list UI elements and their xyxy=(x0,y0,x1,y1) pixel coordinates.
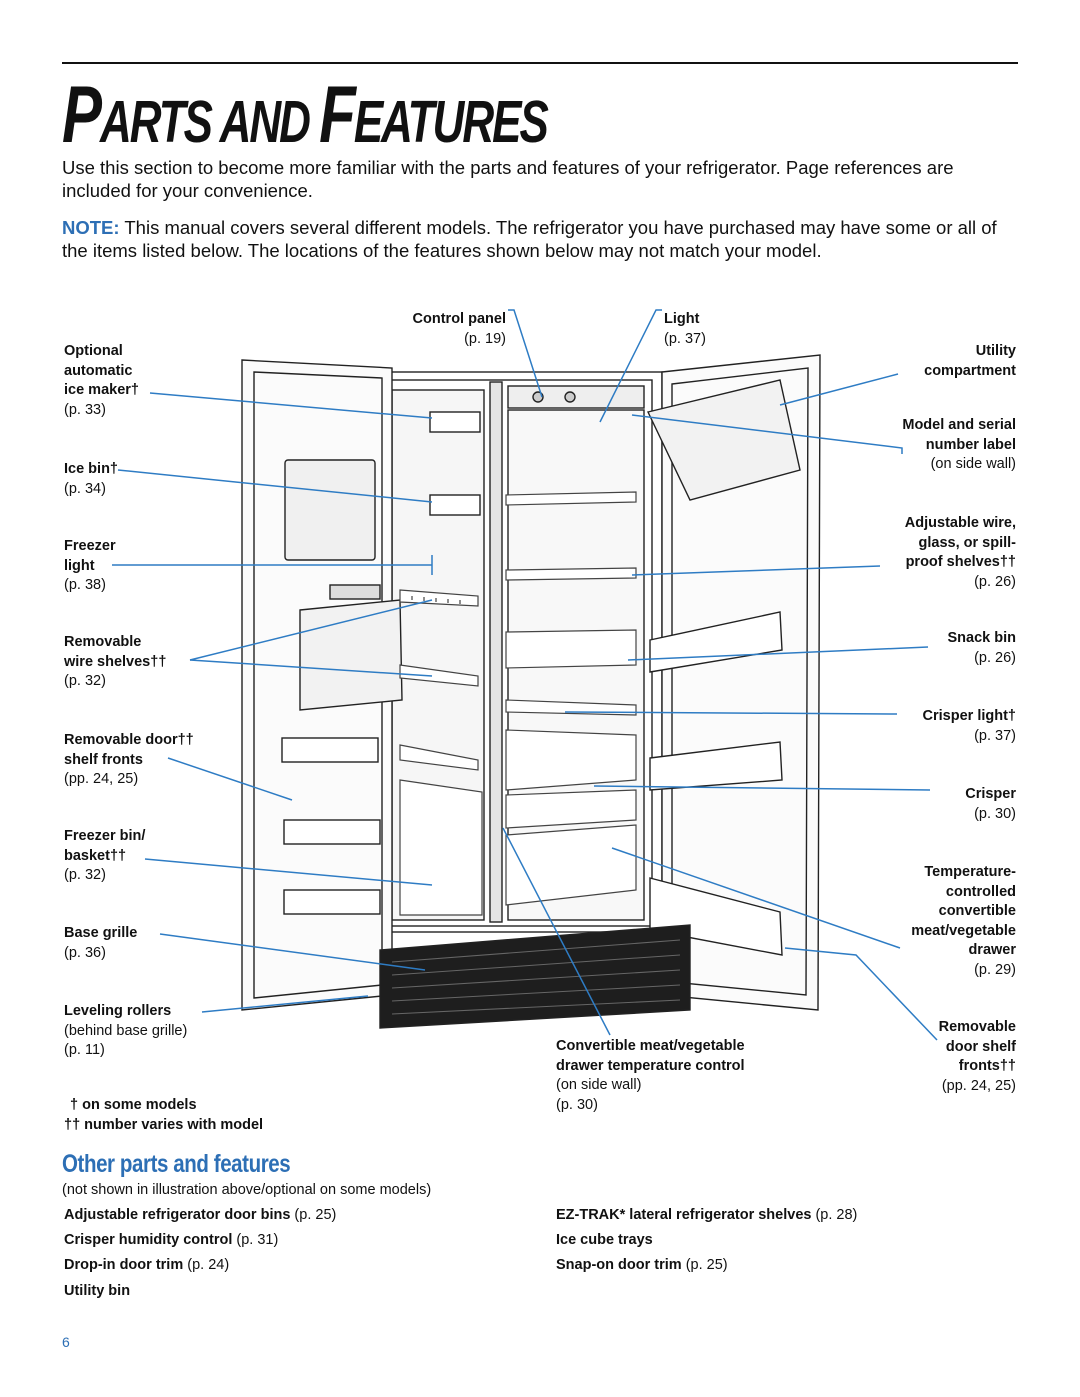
leader-lines xyxy=(112,309,938,1041)
note-label: NOTE: xyxy=(62,217,120,238)
convertible-drawer xyxy=(505,824,637,906)
footnote-dagger: † on some models xyxy=(70,1097,197,1113)
label-ice-bin: Ice bin†(p. 34) xyxy=(64,461,118,497)
other-item: Utility bin xyxy=(64,1283,131,1299)
other-item: Snap-on door trim (p. 25) xyxy=(556,1257,728,1273)
label-freezer-bin: Freezer bin/basket††(p. 32) xyxy=(64,828,146,883)
control-panel-strip xyxy=(507,385,645,409)
label-adjustable-shelves: Adjustable wire,glass, or spill-proof sh… xyxy=(904,515,1016,590)
snack-bin xyxy=(505,629,637,669)
other-item: Crisper humidity control (p. 31) xyxy=(64,1232,279,1248)
label-base-grille: Base grille(p. 36) xyxy=(64,925,138,961)
base-grille xyxy=(379,924,691,1029)
label-snack-bin: Snack bin(p. 26) xyxy=(947,630,1017,666)
label-leveling-rollers: Leveling rollers(behind base grille)(p. … xyxy=(64,1003,188,1058)
label-light: Light(p. 37) xyxy=(664,311,706,347)
note-text: This manual covers several different mod… xyxy=(62,217,997,261)
footnote-double-dagger: †† number varies with model xyxy=(64,1117,264,1133)
label-crisper-light: Crisper light†(p. 37) xyxy=(922,708,1016,744)
page-title: PARTS AND FEATURES xyxy=(62,69,549,160)
ice-dispenser-housing xyxy=(284,459,376,561)
other-parts-heading: Other parts and features xyxy=(62,1150,291,1178)
label-crisper: Crisper(p. 30) xyxy=(965,786,1016,822)
other-parts-note: (not shown in illustration above/optiona… xyxy=(62,1182,432,1198)
other-item: EZ-TRAK* lateral refrigerator shelves (p… xyxy=(556,1207,858,1223)
page-number: 6 xyxy=(62,1334,70,1350)
center-divider xyxy=(489,381,503,923)
other-item: Adjustable refrigerator door bins (p. 25… xyxy=(64,1207,337,1223)
label-control-panel: Control panel(p. 19) xyxy=(412,311,506,347)
intro-paragraph: Use this section to become more familiar… xyxy=(62,157,954,201)
other-item: Ice cube trays xyxy=(556,1232,653,1248)
note-paragraph: NOTE: This manual covers several differe… xyxy=(62,216,1022,262)
freezer-basket xyxy=(399,779,483,916)
utility-compartment xyxy=(646,379,801,501)
crisper-drawer xyxy=(505,729,637,791)
label-door-shelf-fronts: Removable door††shelf fronts(pp. 24, 25) xyxy=(64,732,194,787)
top-rule xyxy=(62,62,1018,64)
other-item: Drop-in door trim (p. 24) xyxy=(64,1257,230,1273)
